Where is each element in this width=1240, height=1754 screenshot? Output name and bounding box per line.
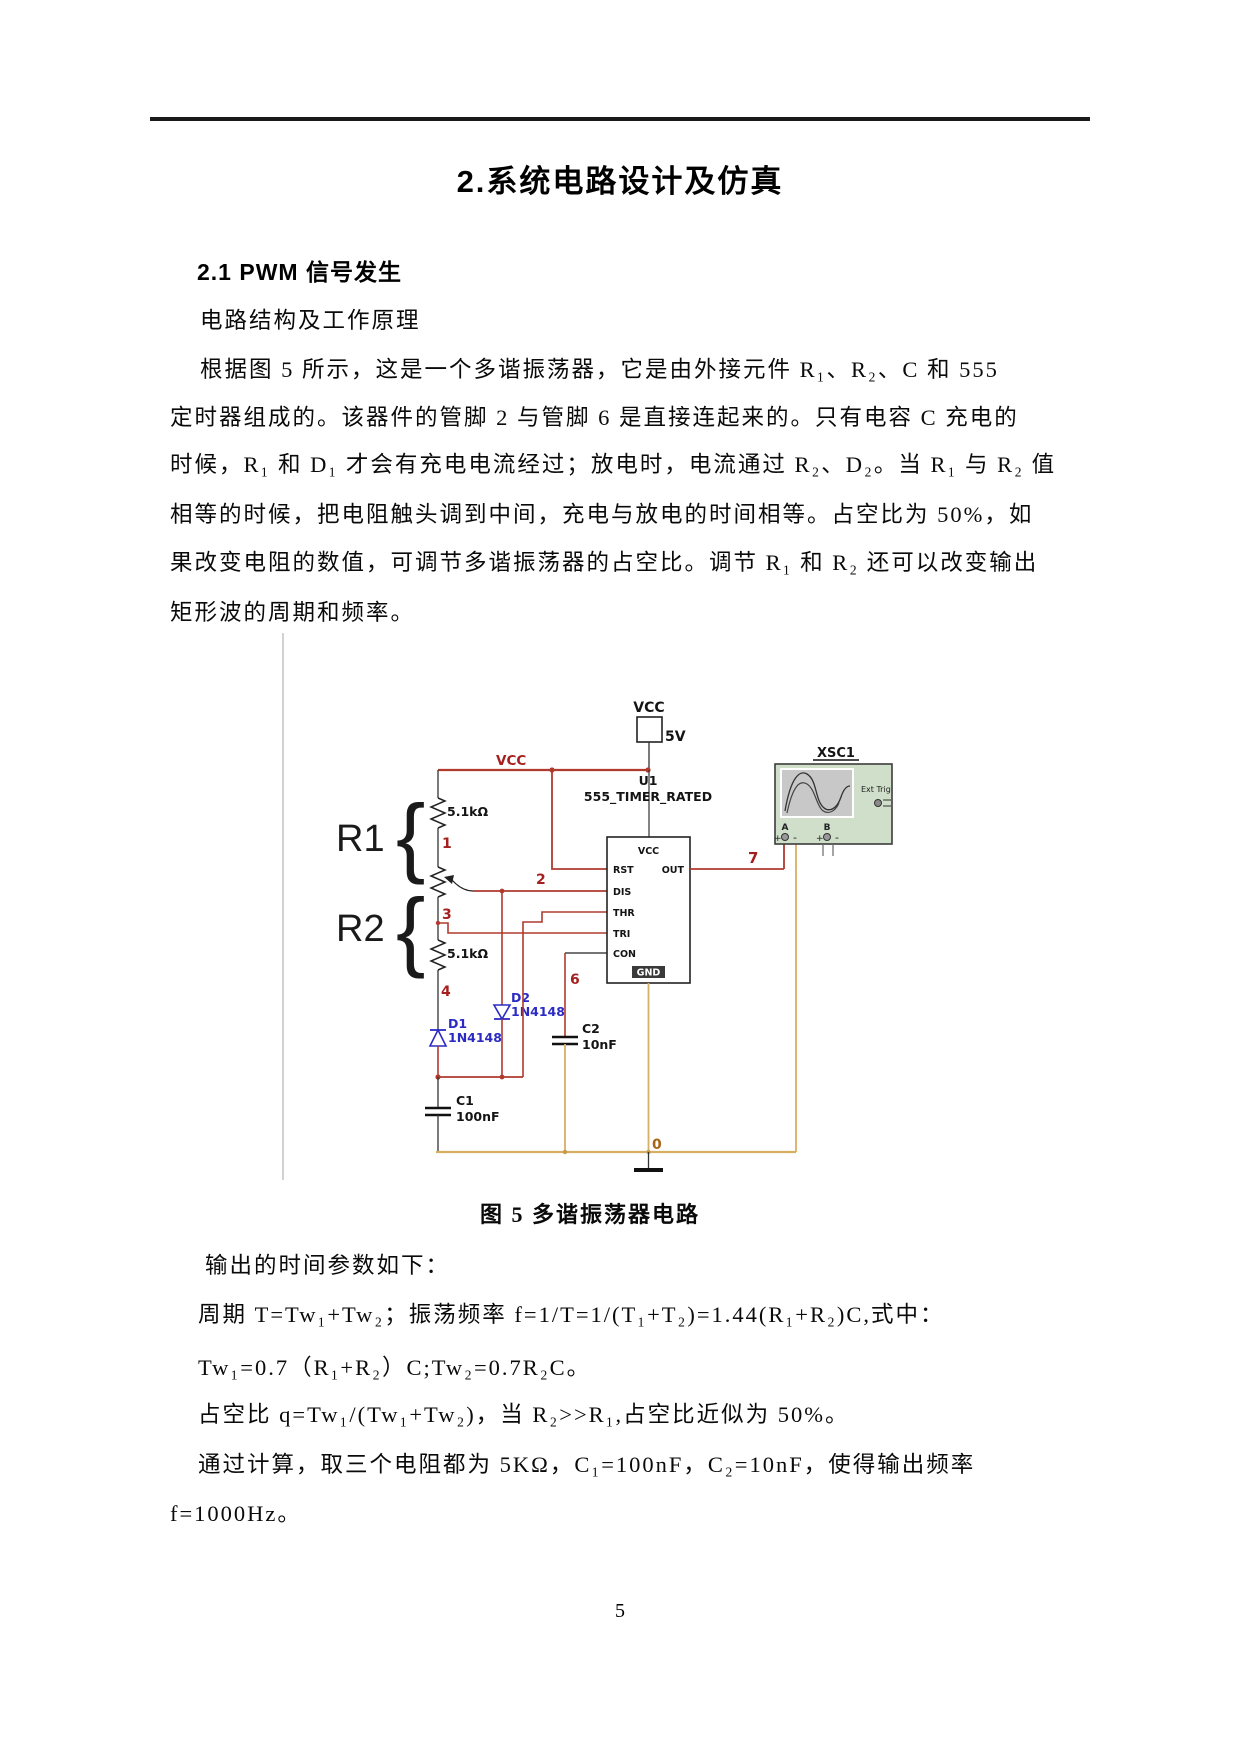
chip-pin-thr: THR — [613, 908, 635, 919]
c2-value-label: 10nF — [582, 1037, 617, 1052]
net-0-label: 0 — [652, 1137, 662, 1153]
chip-pin-con: CON — [613, 949, 636, 960]
paragraph-line: 输出的时间参数如下： — [205, 1253, 451, 1278]
paragraph-line: 时候，R₁ 和 D₁ 才会有充电电流经过；放电时，电流通过 R₂、D₂。当 R₁… — [170, 452, 1057, 477]
header-rule — [150, 117, 1090, 121]
vcc-net-label: VCC — [496, 753, 526, 769]
net-3-label: 3 — [442, 907, 452, 923]
terminal-a-plus: + — [774, 834, 782, 844]
d2-ref-label: D2 — [511, 990, 530, 1005]
paragraph-line: 电路结构及工作原理 — [200, 308, 421, 333]
paragraph-line: Tw₁=0.7（R₁+R₂）C;Tw₂=0.7R₂C。 — [198, 1355, 592, 1380]
vcc-source-symbol — [636, 716, 663, 743]
c2-ref-label: C2 — [582, 1021, 600, 1036]
d2-part-label: 1N4148 — [511, 1004, 565, 1019]
scope-waveform-a — [784, 772, 851, 812]
scope-ref-label: XSC1 — [817, 746, 855, 761]
page-number: 5 — [615, 1600, 625, 1622]
paragraph-line: 定时器组成的。该器件的管脚 2 与管脚 6 是直接连起来的。只有电容 C 充电的 — [170, 405, 1019, 430]
chip-pin-vcc: VCC — [638, 846, 659, 857]
terminal-a-minus: - — [793, 831, 797, 844]
page-title: 2.系统电路设计及仿真 — [456, 164, 784, 199]
scope-ext-trig-label: Ext Trig — [861, 785, 891, 794]
resistor-r1-top — [429, 797, 447, 829]
terminal-b-plus: + — [816, 834, 824, 844]
paragraph-line: 通过计算，取三个电阻都为 5KΩ，C₁=100nF，C₂=10nF，使得输出频率 — [198, 1452, 976, 1477]
scope-ext-trig-terminal — [874, 799, 882, 807]
r2-annotation: R2 — [336, 908, 385, 950]
scope-terminal-a — [781, 833, 789, 841]
chip-pin-gnd: GND — [637, 968, 661, 979]
figure-caption: 图 5 多谐振荡器电路 — [479, 1202, 700, 1227]
scope-waveform-b — [786, 782, 840, 814]
resistor-bottom-value: 5.1kΩ — [447, 946, 488, 961]
net-2-label: 2 — [536, 872, 546, 888]
potentiometer — [429, 866, 447, 898]
scope-terminal-b — [823, 833, 831, 841]
scope-channel-a-label: A — [782, 823, 789, 833]
section-heading: 2.1 PWM 信号发生 — [197, 259, 402, 285]
chip-pin-tri: TRI — [613, 929, 630, 940]
resistor-top-value: 5.1kΩ — [447, 804, 488, 819]
diode-d2 — [492, 1004, 512, 1021]
rst-wire — [551, 770, 607, 870]
c1-ref-label: C1 — [456, 1093, 474, 1108]
d1-part-label: 1N4148 — [448, 1030, 502, 1045]
net-7-label: 7 — [748, 849, 758, 867]
tri-wire — [438, 922, 607, 934]
chip-pin-out: OUT — [662, 865, 685, 876]
net-1-label: 1 — [442, 836, 452, 852]
c1-value-label: 100nF — [456, 1109, 500, 1124]
vcc-voltage-label: 5V — [665, 729, 686, 745]
scope-channel-b-label: B — [824, 823, 831, 833]
paragraph-line: 相等的时候，把电阻触头调到中间，充电与放电的时间相等。占空比为 50%，如 — [170, 502, 1034, 527]
resistor-r2-bottom — [429, 939, 447, 971]
r1-brace: { — [396, 786, 425, 885]
net-4-label: 4 — [441, 984, 451, 1000]
chip-part-label: 555_TIMER_RATED — [584, 789, 712, 805]
paragraph-line: 占空比 q=Tw₁/(Tw₁+Tw₂)，当 R₂>>R₁,占空比近似为 50%。 — [198, 1402, 850, 1427]
paragraph-line: 果改变电阻的数值，可调节多谐振荡器的占空比。调节 R₁ 和 R₂ 还可以改变输出 — [170, 550, 1039, 575]
paragraph-line: 周期 T=Tw₁+Tw₂；振荡频率 f=1/T=1/(T₁+T₂)=1.44(R… — [198, 1302, 945, 1327]
r2-brace: { — [396, 880, 425, 979]
paragraph-line: 矩形波的周期和频率。 — [170, 600, 416, 625]
pot-wiper-arrow — [444, 875, 454, 884]
terminal-b-minus: - — [835, 831, 839, 844]
paragraph-line: f=1000Hz。 — [170, 1501, 302, 1526]
r1-annotation: R1 — [336, 818, 385, 860]
thr-wire — [522, 911, 607, 1077]
chip-pin-dis: DIS — [613, 887, 631, 898]
vcc-source-label: VCC — [633, 700, 664, 716]
d1-ref-label: D1 — [448, 1016, 467, 1031]
chip-ref-label: U1 — [639, 773, 658, 788]
diode-d1 — [428, 1028, 448, 1047]
circuit-figure: VCC 5V VCC 5.1kΩ 1 3 5.1kΩ 4 D1 1N414 — [282, 633, 893, 1180]
net-6-label: 6 — [570, 972, 580, 988]
paragraph-line: 根据图 5 所示，这是一个多谐振荡器，它是由外接元件 R₁、R₂、C 和 555 — [200, 357, 999, 382]
chip-pin-rst: RST — [613, 865, 634, 876]
